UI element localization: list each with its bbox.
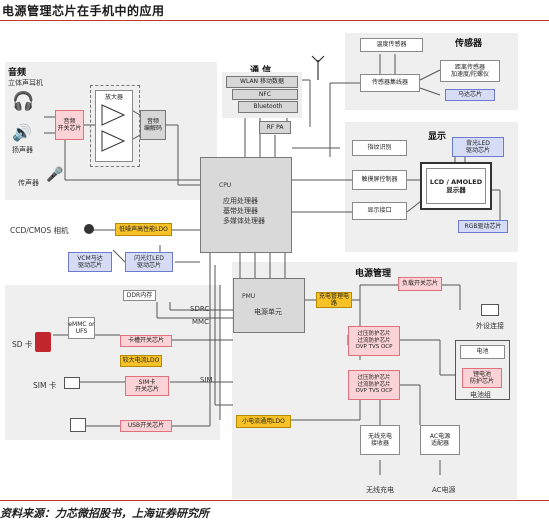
ovp-ocp-chip-1: 过压防护芯片 过流防护芯片 OVP TVS OCP [348, 326, 400, 356]
display-heading: 显示 [428, 132, 447, 142]
mic-label: 传声器 [18, 179, 39, 187]
backlight-led-driver-chip: 背光LED 驱动芯片 [452, 137, 504, 157]
amplifier-dashed-frame [90, 85, 140, 167]
rf-pa-chip: RF PA [259, 121, 291, 134]
touch-controller: 触摸屏控制器 [352, 170, 407, 190]
sim-card-label: SIM 卡 [33, 381, 57, 390]
lcd-amoled-display: LCD / AMOLED 显示器 [426, 168, 486, 204]
sd-card-label: SD 卡 [12, 340, 33, 349]
wlan-chip: WLAN 移动数据 [226, 76, 298, 88]
app-processor-label: 应用处理器 [223, 197, 258, 205]
charge-management-circuit: 充电管理电路 [316, 292, 352, 308]
rgb-driver-chip: RGB驱动芯片 [458, 220, 508, 233]
vcm-driver-chip: VCM马达 驱动芯片 [68, 252, 112, 272]
low-current-ldo-chip: 小电流通用LDO [236, 415, 291, 428]
pmu-block: PMU 电源单元 [233, 278, 305, 333]
speaker-label: 扬声器 [12, 146, 33, 154]
cpu-label: CPU [219, 182, 232, 189]
ovp-ocp-chip-2: 过压防护芯片 过流防护芯片 OVP TVS OCP [348, 370, 400, 400]
card-slot-switch-chip: 卡槽开关芯片 [120, 335, 172, 347]
storage-panel [5, 285, 220, 440]
sim-bus-label: SIM [200, 376, 213, 384]
sensor-hub: 传感器集线器 [360, 74, 420, 92]
speaker-icon: 🔊 [12, 123, 32, 142]
power-heading: 电源管理 [355, 269, 392, 279]
mic-icon: 🎤 [46, 167, 64, 183]
antenna-icon [311, 55, 325, 80]
sim-switch-chip: SIM卡 开关芯片 [125, 376, 169, 396]
flash-led-driver-chip: 闪光灯LED 驱动芯片 [125, 252, 173, 272]
display-interface: 显示接口 [352, 202, 407, 220]
camera-lens-icon [84, 224, 94, 234]
sim-card-icon [64, 377, 80, 389]
page-title: 电源管理芯片在手机中的应用 [2, 4, 165, 18]
cpu-block: CPU 应用处理器 基带处理器 多媒体处理器 [200, 157, 292, 253]
audio-heading: 音频 [8, 68, 27, 78]
usb-switch-chip: USB开关芯片 [120, 420, 172, 432]
external-connection-label: 外设连接 [476, 322, 504, 330]
motor-chip: 马达芯片 [445, 89, 495, 101]
li-battery-protection-chip: 锂电池 防护芯片 [462, 368, 502, 388]
pmu-cn-label: 电源单元 [254, 308, 282, 316]
load-switch-chip: 负载开关芯片 [398, 277, 442, 291]
emmc-ufs-storage: eMMC or UFS [68, 317, 95, 339]
multimedia-processor-label: 多媒体处理器 [223, 217, 265, 225]
audio-codec-chip: 音频 编解码 [140, 110, 166, 140]
source-note: 资料来源：力芯微招股书，上海证券研究所 [0, 507, 209, 520]
wireless-charging-receiver: 无线充电 接收器 [360, 425, 400, 455]
footer-rule [0, 500, 549, 501]
ddr-memory: DDR内存 [123, 290, 156, 301]
mmc-bus-label: MMC [192, 318, 209, 326]
battery-pack-label: 电池组 [470, 391, 491, 399]
wireless-charging-label: 无线充电 [366, 486, 394, 494]
camera-label: CCD/CMOS 相机 [10, 226, 69, 235]
high-current-ldo-chip: 较大电流LDO [120, 355, 162, 367]
pmu-label: PMU [242, 293, 256, 300]
distance-gyro-sensor: 距离传感器 加速度/陀螺仪 [440, 60, 500, 82]
fingerprint-module: 指纹识别 [352, 140, 407, 156]
amplifier-triangles-icon [101, 104, 126, 152]
amplifier-block: 放大器 [95, 90, 133, 162]
sd-card-icon [35, 332, 51, 352]
title-rule [0, 20, 549, 21]
temperature-sensor: 温度传感器 [360, 38, 423, 52]
ac-power-label: AC电源 [432, 486, 456, 494]
audio-switch-chip: 音频 开关芯片 [55, 110, 84, 140]
battery-cell: 电池 [460, 345, 505, 359]
nfc-chip: NFC [232, 89, 298, 100]
headphone-icon: 🎧 [12, 91, 35, 112]
comm-heading: 通 信 [250, 66, 272, 76]
stereo-earphone-label: 立体声耳机 [8, 79, 43, 87]
low-noise-ldo-chip: 低噪声高性能LDO [115, 223, 172, 236]
sensor-heading: 传感器 [455, 39, 483, 49]
sdrc-bus-label: SDRC [190, 305, 210, 313]
bluetooth-chip: Bluetooth [238, 101, 298, 113]
external-port-icon [481, 304, 499, 316]
ac-power-adapter: AC电源 适配器 [420, 425, 460, 455]
usb-port-icon [70, 418, 86, 432]
baseband-processor-label: 基带处理器 [223, 207, 258, 215]
